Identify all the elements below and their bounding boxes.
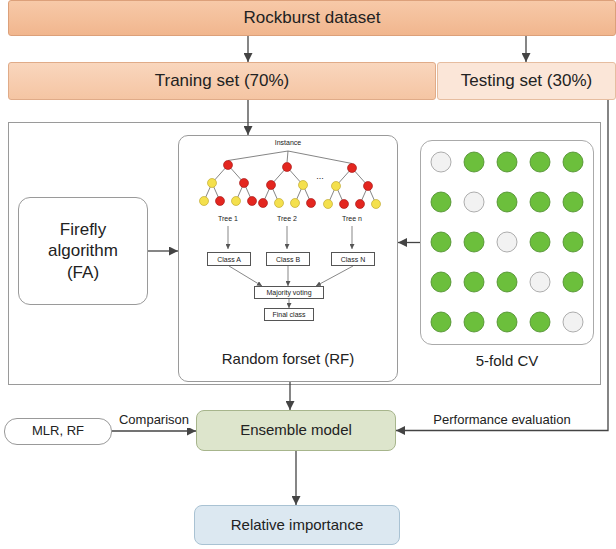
tree bbox=[259, 163, 316, 208]
model-box: Random forset (RF) Class A Class B Class N M… bbox=[178, 135, 398, 382]
edge-label: Comparison bbox=[117, 413, 191, 428]
arrow-connector bbox=[288, 266, 289, 286]
node-text: Firefly algorithm (FA) bbox=[36, 219, 131, 283]
arrow-connector bbox=[112, 430, 196, 431]
node-text: Random forset (RF) bbox=[179, 350, 397, 369]
pill-box: MLR, RF bbox=[4, 418, 112, 445]
arrow-connector bbox=[525, 36, 526, 62]
group-frame bbox=[9, 123, 601, 385]
arrow-connector bbox=[247, 100, 248, 135]
tree-label: Tree 2 bbox=[277, 215, 297, 223]
arrow-connector bbox=[316, 266, 353, 286]
arrow-connector bbox=[396, 100, 608, 431]
vote-box: Majority voting bbox=[254, 286, 324, 299]
node-text: Traning set (70%) bbox=[155, 70, 289, 91]
testing-band: Testing set (30%) bbox=[437, 62, 616, 100]
node-text: Testing set (30%) bbox=[461, 70, 592, 91]
tree-label: Tree n bbox=[342, 215, 362, 223]
arrow-connector bbox=[247, 36, 248, 62]
training-band: Traning set (70%) bbox=[8, 62, 436, 100]
instance-lines bbox=[228, 151, 352, 164]
node-text: Class A bbox=[217, 256, 241, 263]
fold-circles bbox=[431, 152, 583, 332]
node-text: Relative importance bbox=[231, 516, 364, 535]
node-text: Class B bbox=[276, 256, 300, 263]
ellipsis: ... bbox=[316, 171, 324, 181]
process-box: Firefly algorithm (FA) bbox=[18, 197, 148, 305]
node-text: Final class bbox=[272, 311, 305, 318]
tree-label: Tree 1 bbox=[218, 215, 238, 223]
cv-box: 5-fold CV bbox=[420, 140, 594, 345]
cv-grid bbox=[420, 140, 594, 345]
edge-label: Performance evaluation bbox=[431, 413, 572, 428]
dataset-band: Rockburst dataset bbox=[8, 0, 616, 36]
arrow-connector bbox=[398, 242, 420, 243]
arrow-connector bbox=[148, 250, 178, 251]
arrow-connector bbox=[289, 382, 290, 410]
node-text: Ensemble model bbox=[240, 421, 352, 440]
node-text: MLR, RF bbox=[32, 423, 84, 439]
node-text: Rockburst dataset bbox=[243, 7, 380, 28]
ensemble-box: Ensemble model bbox=[196, 410, 396, 451]
node-text: Class N bbox=[341, 256, 366, 263]
arrow-connector bbox=[229, 266, 262, 286]
tree bbox=[200, 161, 257, 206]
tree bbox=[324, 164, 381, 209]
output-box: Final class bbox=[264, 308, 314, 321]
node-text: Majority voting bbox=[266, 289, 311, 296]
class-box: Class B bbox=[266, 252, 310, 266]
class-box: Class A bbox=[207, 252, 251, 266]
tree-output-arrows bbox=[228, 226, 352, 249]
class-box: Class N bbox=[331, 252, 375, 266]
arrow-connector bbox=[289, 299, 290, 308]
node-text: 5-fold CV bbox=[421, 352, 593, 371]
result-box: Relative importance bbox=[194, 505, 400, 545]
input-label: Instance bbox=[275, 139, 301, 147]
arrow-connector bbox=[295, 451, 296, 505]
